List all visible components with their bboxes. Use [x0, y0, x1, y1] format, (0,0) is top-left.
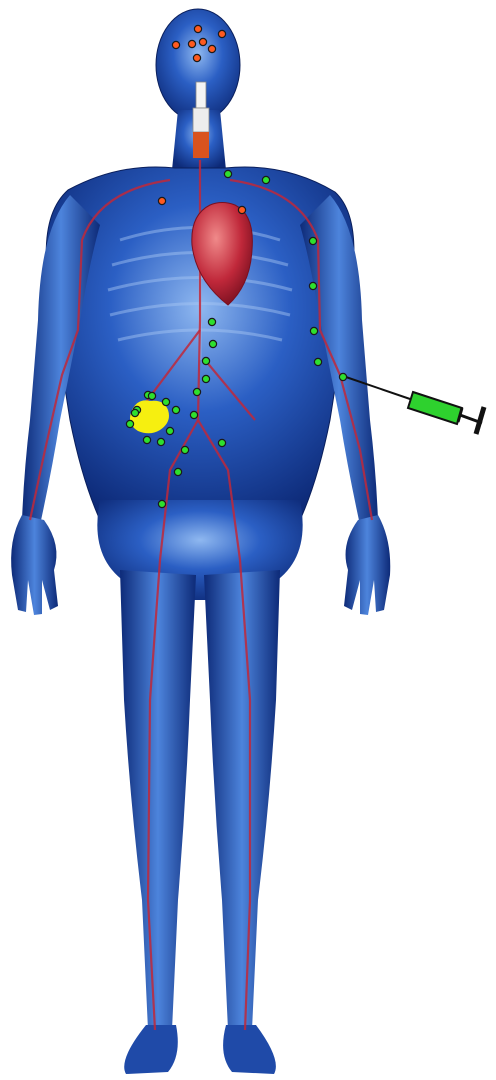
- orange-marker: [218, 30, 225, 37]
- green-marker: [208, 318, 215, 325]
- green-marker: [209, 340, 216, 347]
- right-leg: [204, 570, 280, 1030]
- orange-marker: [158, 197, 165, 204]
- green-marker: [131, 409, 138, 416]
- right-hand: [344, 515, 390, 615]
- green-marker: [262, 176, 269, 183]
- left-foot: [124, 1025, 178, 1074]
- green-marker: [126, 420, 133, 427]
- green-marker: [202, 357, 209, 364]
- left-leg: [120, 570, 196, 1030]
- orange-marker: [199, 38, 206, 45]
- green-marker: [309, 237, 316, 244]
- orange-marker: [193, 54, 200, 61]
- green-marker: [148, 392, 155, 399]
- left-hand: [11, 515, 58, 615]
- green-marker: [309, 282, 316, 289]
- green-marker: [218, 439, 225, 446]
- green-marker: [310, 327, 317, 334]
- orange-marker: [194, 25, 201, 32]
- orange-marker: [208, 45, 215, 52]
- green-marker: [174, 468, 181, 475]
- green-marker: [143, 436, 150, 443]
- orange-marker: [172, 41, 179, 48]
- right-foot: [223, 1025, 276, 1074]
- orange-marker: [238, 206, 245, 213]
- green-marker: [158, 500, 165, 507]
- green-marker: [193, 388, 200, 395]
- green-marker: [172, 406, 179, 413]
- green-marker: [224, 170, 231, 177]
- green-marker: [181, 446, 188, 453]
- human-body-icon: [11, 9, 390, 1074]
- green-marker: [166, 427, 173, 434]
- green-marker: [202, 375, 209, 382]
- green-marker: [314, 358, 321, 365]
- green-marker: [190, 411, 197, 418]
- green-marker: [162, 398, 169, 405]
- green-marker: [157, 438, 164, 445]
- green-marker: [339, 373, 346, 380]
- orange-marker: [188, 40, 195, 47]
